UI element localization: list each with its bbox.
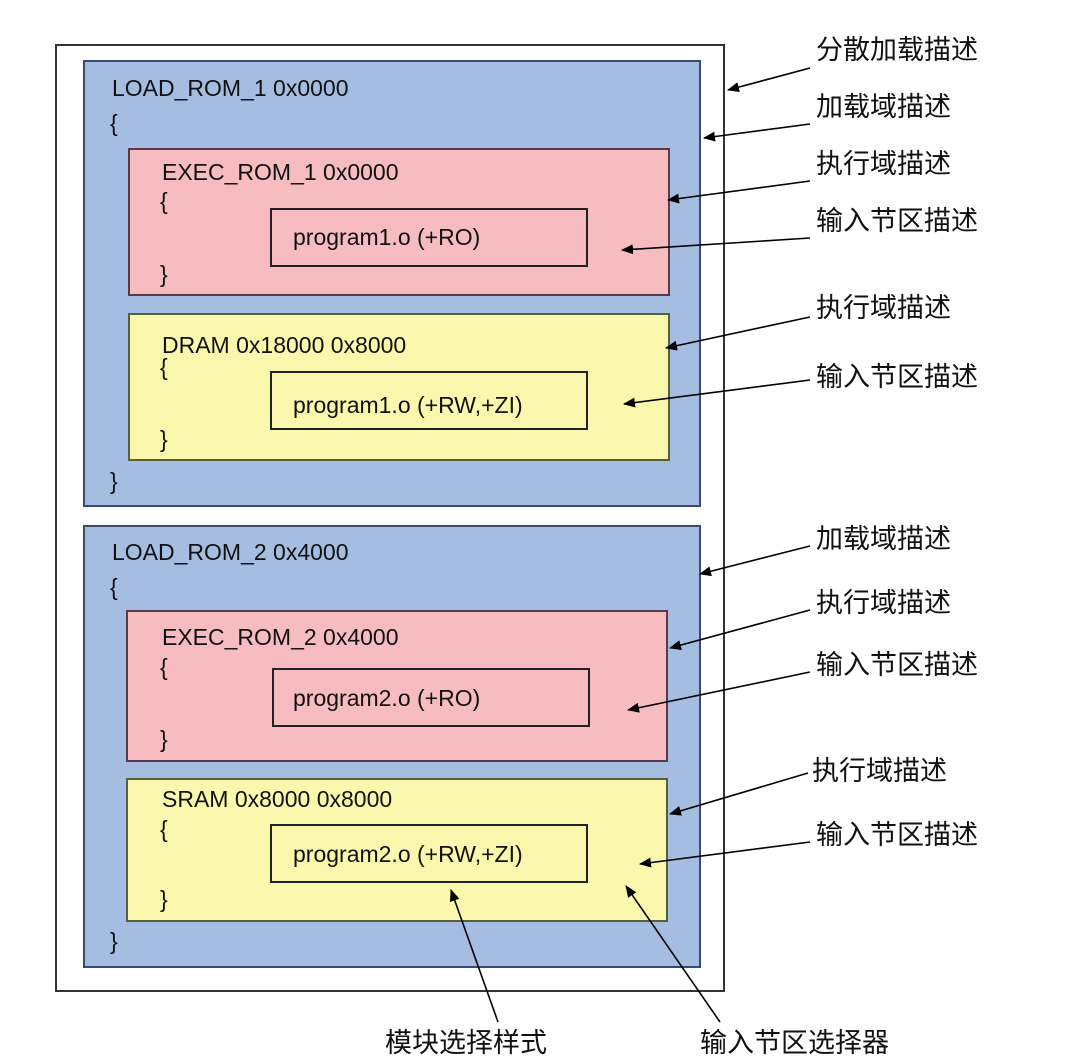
exec-region-2-close-brace: } bbox=[160, 426, 168, 452]
input-section-2-text: program1.o (+RW,+ZI) bbox=[293, 392, 523, 418]
exec-region-3-open-brace: { bbox=[160, 654, 168, 680]
arrow-section-selector bbox=[625, 885, 721, 1023]
arrow-exec-3 bbox=[669, 609, 811, 650]
exec-region-2 bbox=[128, 313, 670, 461]
arrow-section-3 bbox=[627, 671, 811, 713]
exec-region-3-header: EXEC_ROM_2 0x4000 bbox=[162, 624, 399, 650]
input-section-4-text: program2.o (+RW,+ZI) bbox=[293, 841, 523, 867]
load-region-1-close-brace: } bbox=[110, 468, 118, 494]
label-input-section-1: 输入节区描述 bbox=[816, 206, 978, 237]
input-section-4 bbox=[270, 824, 588, 883]
label-input-section-4: 输入节区描述 bbox=[816, 820, 978, 851]
arrow-load-2 bbox=[699, 545, 811, 577]
label-exec-region-1: 执行域描述 bbox=[816, 149, 951, 180]
arrow-section-1 bbox=[621, 237, 811, 255]
arrow-exec-4 bbox=[669, 772, 809, 816]
label-exec-region-3: 执行域描述 bbox=[816, 588, 951, 619]
label-input-section-3: 输入节区描述 bbox=[816, 650, 978, 681]
exec-region-1-close-brace: } bbox=[160, 261, 168, 287]
arrow-scatter bbox=[727, 67, 811, 92]
load-region-2-close-brace: } bbox=[110, 928, 118, 954]
load-region-2-open-brace: { bbox=[110, 574, 118, 600]
input-section-1 bbox=[270, 208, 588, 267]
exec-region-1 bbox=[128, 148, 670, 296]
exec-region-1-header: EXEC_ROM_1 0x0000 bbox=[162, 159, 399, 185]
exec-region-2-open-brace: { bbox=[160, 354, 168, 380]
arrow-module-pattern bbox=[449, 889, 499, 1023]
label-scatter-description: 分散加载描述 bbox=[816, 35, 978, 66]
input-section-1-text: program1.o (+RO) bbox=[293, 224, 481, 250]
exec-region-4 bbox=[126, 778, 668, 922]
label-load-region-2: 加载域描述 bbox=[816, 524, 951, 555]
label-input-section-2: 输入节区描述 bbox=[816, 362, 978, 393]
exec-region-3 bbox=[126, 610, 668, 762]
input-section-3-text: program2.o (+RO) bbox=[293, 685, 481, 711]
exec-region-2-header: DRAM 0x18000 0x8000 bbox=[162, 332, 407, 358]
load-region-1-header: LOAD_ROM_1 0x0000 bbox=[112, 75, 349, 101]
label-input-section-selector: 输入节区选择器 bbox=[700, 1028, 889, 1059]
exec-region-4-close-brace: } bbox=[160, 886, 168, 912]
exec-region-3-close-brace: } bbox=[160, 726, 168, 752]
label-exec-region-2: 执行域描述 bbox=[816, 293, 951, 324]
arrow-exec-1 bbox=[667, 180, 811, 204]
arrow-load-1 bbox=[703, 123, 811, 142]
load-region-2-header: LOAD_ROM_2 0x4000 bbox=[112, 539, 349, 565]
arrow-section-2 bbox=[623, 379, 811, 408]
label-module-select-pattern: 模块选择样式 bbox=[385, 1028, 547, 1059]
arrow-section-4 bbox=[639, 841, 811, 868]
exec-region-4-open-brace: { bbox=[160, 816, 168, 842]
exec-region-4-header: SRAM 0x8000 0x8000 bbox=[162, 786, 393, 812]
exec-region-1-open-brace: { bbox=[160, 188, 168, 214]
label-exec-region-4: 执行域描述 bbox=[812, 756, 947, 787]
label-load-region-1: 加载域描述 bbox=[816, 92, 951, 123]
arrow-exec-2 bbox=[665, 316, 811, 351]
load-region-1-open-brace: { bbox=[110, 110, 118, 136]
input-section-3 bbox=[272, 668, 590, 727]
input-section-2 bbox=[270, 371, 588, 430]
